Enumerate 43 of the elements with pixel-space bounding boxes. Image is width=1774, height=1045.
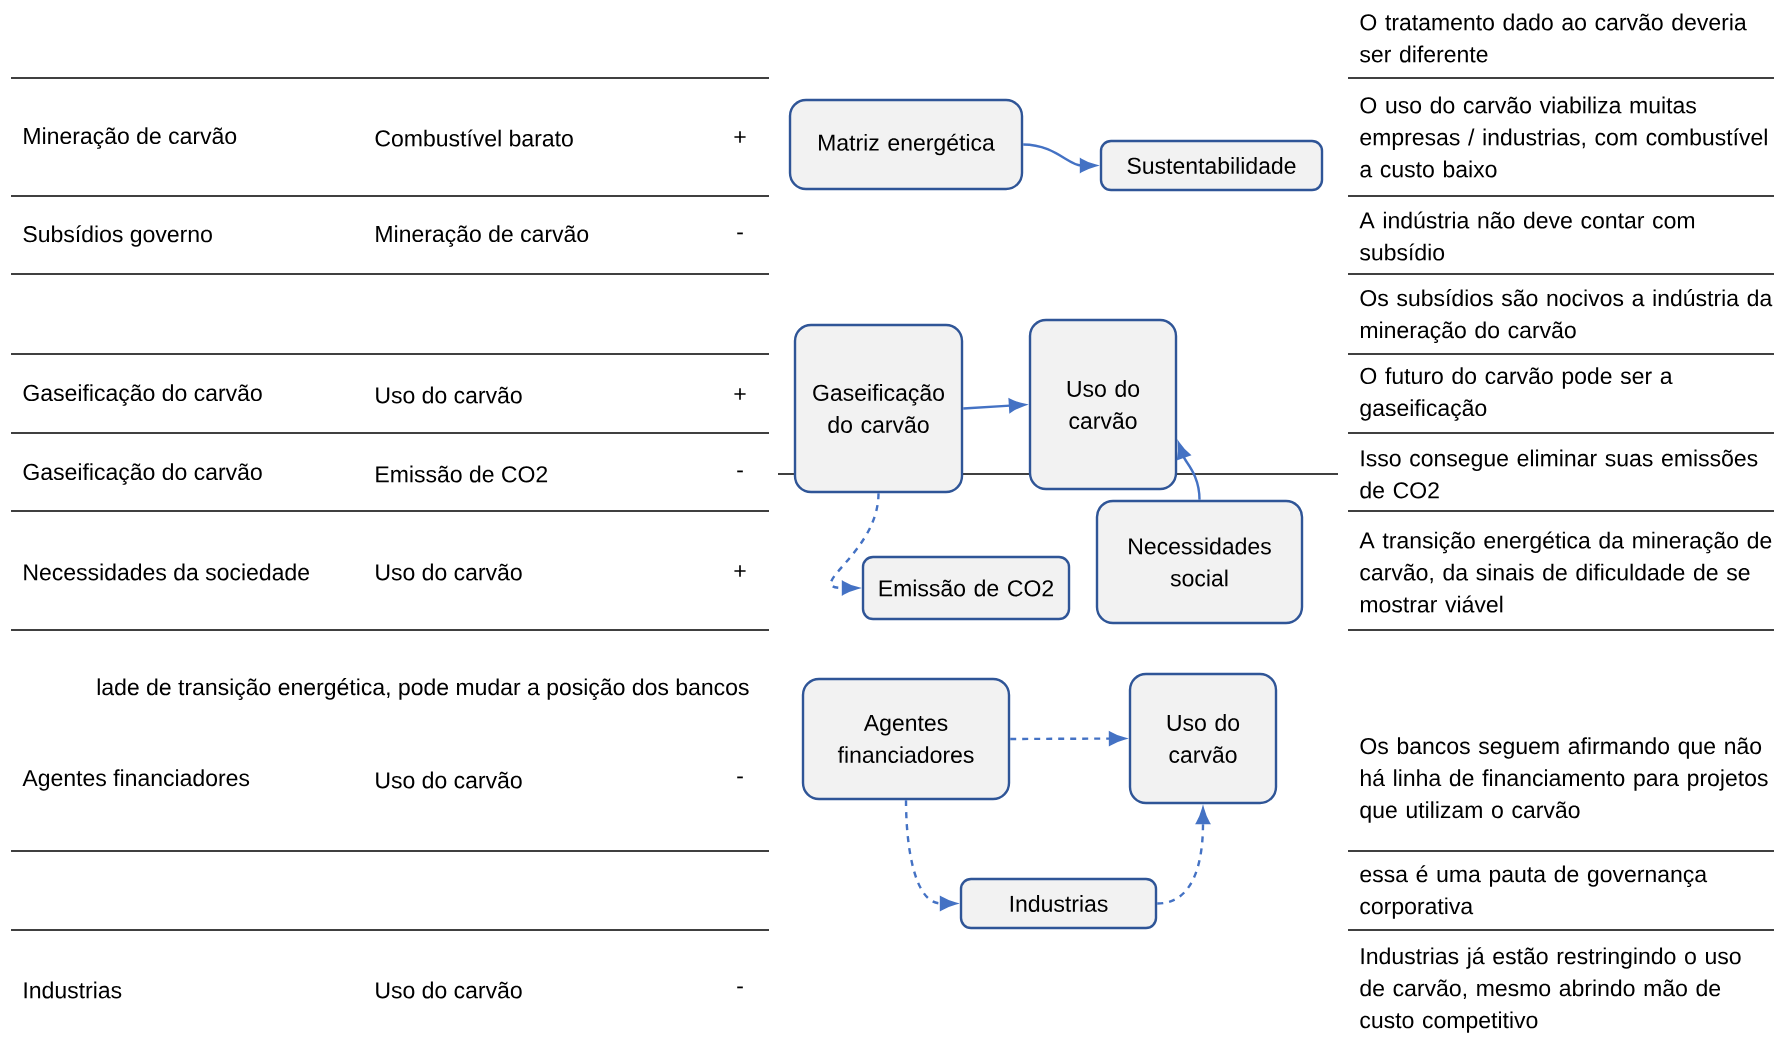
polarity-sign: + (734, 131, 746, 143)
effect-text: Uso do carvão (376, 563, 522, 581)
concept-box: Industrias (959, 877, 1158, 930)
arrow (1157, 807, 1211, 905)
effect-text: Uso do carvão (376, 386, 522, 404)
concept-box: Necessidades social (1095, 499, 1304, 625)
effect-text: Uso do carvão (376, 771, 522, 789)
polarity-sign: + (734, 388, 746, 400)
concept-box: Agentes financiadores (801, 677, 1011, 801)
comment-text: Isso consegue eliminar suas emissões de CO2 (1360, 449, 1758, 499)
polarity-sign: - (737, 986, 743, 989)
effect-text: Combustível barato (375, 129, 573, 147)
concept-box: Sustentabilidade (1099, 139, 1324, 192)
concept-box: Matriz energética (788, 98, 1024, 191)
effect-text: Emissão de CO2 (376, 465, 548, 483)
cause-text: Subsídios governo (23, 225, 212, 247)
concept-box: Uso do carvão (1128, 672, 1278, 805)
comment-text: A transição energética da mineração de carvão, da sinais de dificuldade de se mostrar viável (1359, 531, 1772, 613)
effect-text: Mineração de carvão (376, 225, 589, 247)
comment-text: O futuro do carvão pode ser a gaseificação (1360, 367, 1673, 421)
cause-text: Mineração de carvão (24, 127, 237, 149)
polarity-sign: - (737, 470, 743, 473)
arrow (830, 493, 880, 596)
comment-text: Os subsídios são nocivos a indústria da mineração do carvão (1360, 289, 1773, 343)
polarity-sign: - (737, 232, 743, 235)
polarity-sign: + (734, 565, 746, 577)
cause-text: Gaseificação do carvão (23, 463, 262, 485)
concept-box: Uso do carvão (1028, 318, 1178, 491)
comment-text: O tratamento dado ao carvão deveria ser diferente (1360, 13, 1747, 63)
polarity-sign: - (737, 776, 743, 779)
cause-text: Necessidades da sociedade (24, 563, 309, 581)
cause-text: Industrias (24, 981, 122, 999)
concept-box: Gaseificação do carvão (793, 323, 964, 494)
cause-text: Agentes financiadores (22, 769, 250, 791)
note-text: lade de transição energética, pode mudar a posição dos bancos (97, 678, 749, 700)
concept-box: Emissão de CO2 (861, 555, 1071, 621)
cause-text: Gaseificação do carvão (23, 384, 262, 406)
comment-text: A indústria não deve contar com subsídio (1359, 211, 1695, 261)
comment-text: essa é uma pauta de governança corporativa (1360, 865, 1708, 919)
comment-text: O uso do carvão viabiliza muitas empresas / industrias, com combustível a custo baixo (1360, 96, 1767, 178)
comment-text: Industrias já estão restringindo o uso de carvão, mesmo abrindo mão de custo competitivo (1360, 947, 1741, 1033)
comment-text: Os bancos seguem afirmando que não há linha de financiamento para projetos que utilizam o carvão (1360, 737, 1768, 823)
effect-text: Uso do carvão (376, 981, 522, 999)
